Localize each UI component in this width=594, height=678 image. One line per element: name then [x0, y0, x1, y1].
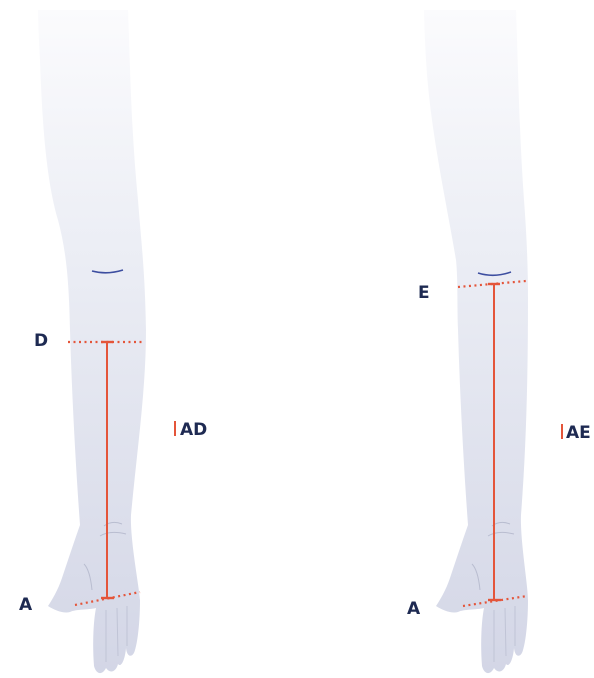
right-point-a-label: A — [407, 599, 421, 619]
right-point-e-label: E — [418, 283, 430, 303]
left-measure-legend-marker — [174, 421, 176, 436]
left-point-d-label: D — [34, 331, 48, 351]
right-arm-silhouette — [424, 10, 528, 673]
right-measure-legend-label: AE — [566, 423, 591, 443]
left-arm-figure: D A AD — [19, 10, 207, 673]
right-measure-legend-marker — [561, 424, 563, 439]
left-measure-legend-label: AD — [180, 420, 207, 440]
right-arm-figure: E A AE — [407, 10, 591, 673]
left-point-a-label: A — [19, 595, 33, 615]
